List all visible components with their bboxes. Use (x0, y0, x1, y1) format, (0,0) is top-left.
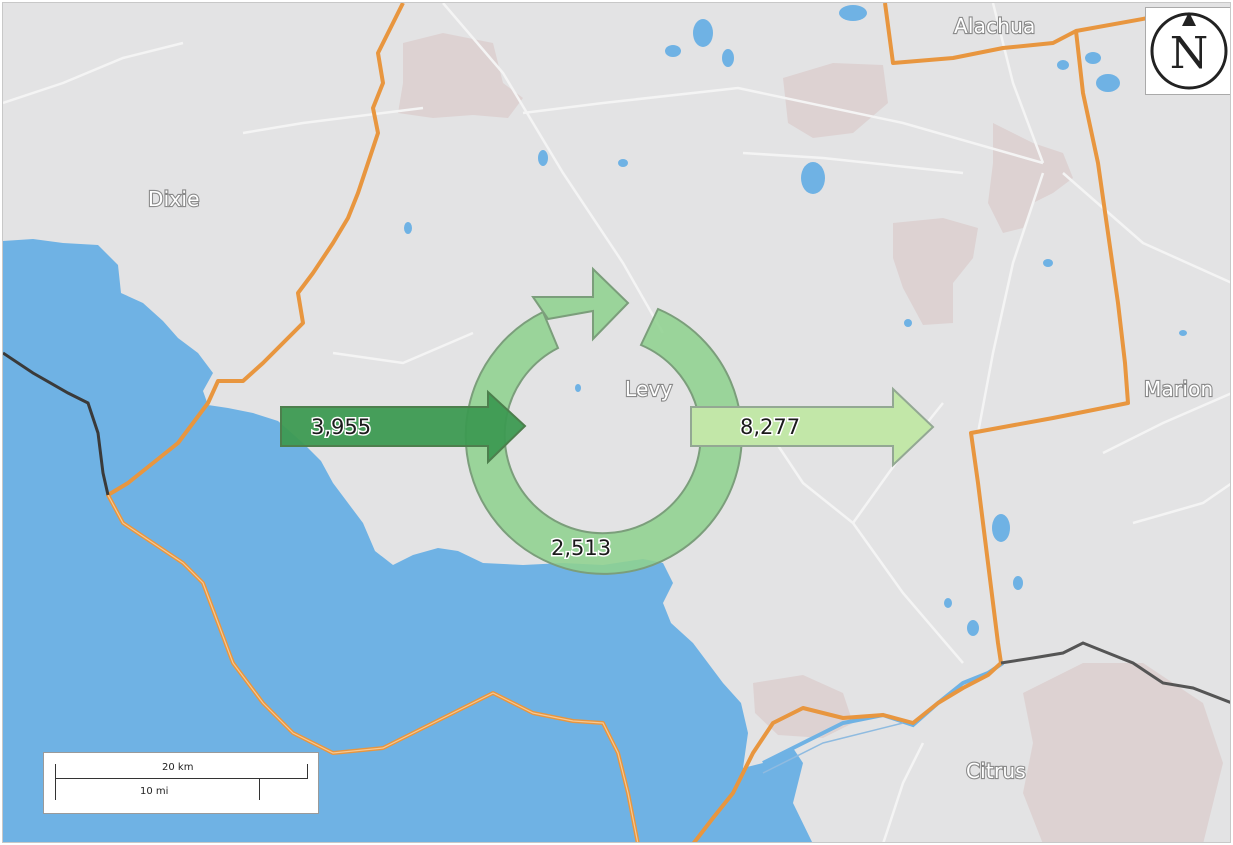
scale-label-imperial: 10 mi (140, 786, 169, 797)
scale-label-metric: 20 km (162, 762, 194, 773)
ring-arrowhead (531, 266, 630, 342)
internal-flow-value: 2,513 (551, 536, 611, 560)
scale-tick-mi-right (259, 778, 260, 800)
compass-icon: N (1150, 12, 1228, 90)
state-border-east (1000, 641, 1230, 704)
scale-bar: 20 km 10 mi (43, 752, 319, 814)
inflow-arrow[interactable] (280, 389, 527, 465)
county-label-dixie: Dixie (148, 187, 200, 211)
outflow-value: 8,277 (740, 415, 800, 439)
county-label-alachua: Alachua (954, 14, 1036, 38)
lakes (404, 5, 1187, 636)
scale-tick-km-right (307, 764, 308, 779)
roads (3, 3, 1230, 842)
map-canvas[interactable]: Dixie Levy Alachua Marion Citrus 3,955 8… (3, 3, 1231, 843)
gulf-water (3, 239, 813, 842)
county-label-marion: Marion (1144, 377, 1213, 401)
north-arrow: N (1145, 7, 1230, 95)
internal-flow-ring[interactable] (464, 266, 743, 575)
county-label-levy: Levy (625, 377, 673, 401)
county-borders-inner (107, 494, 639, 842)
inflow-value: 3,955 (311, 415, 371, 439)
outflow-arrow[interactable] (690, 386, 935, 468)
county-label-citrus: Citrus (966, 759, 1026, 783)
scale-tick-km-left (55, 764, 56, 779)
scale-line-main (55, 778, 308, 779)
railway (762, 722, 904, 774)
state-border (3, 351, 110, 496)
north-letter: N (1170, 28, 1209, 79)
scale-tick-mi-left (55, 778, 56, 800)
